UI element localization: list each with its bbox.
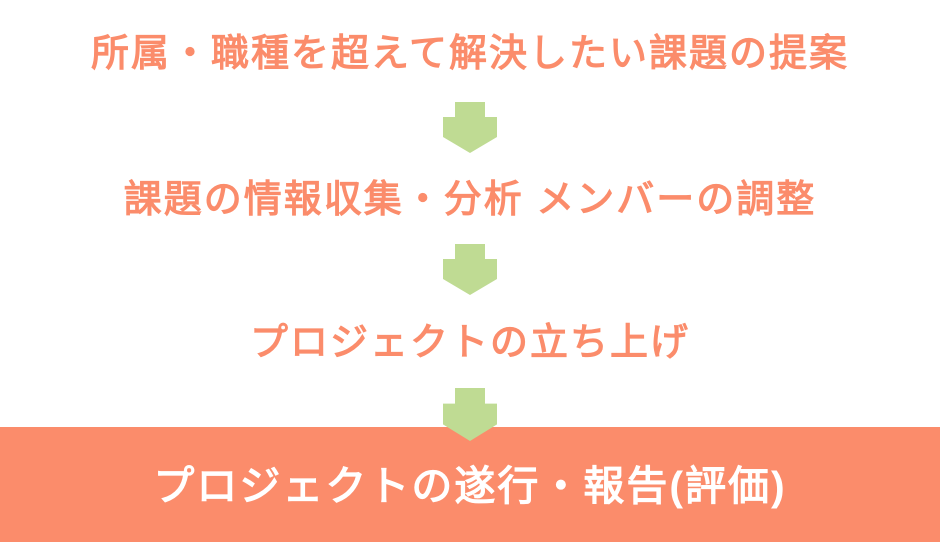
flow-step-research: 課題の情報収集・分析 メンバーの調整 (123, 179, 817, 221)
down-arrow-icon (443, 244, 497, 295)
flow-step-proposal: 所属・職種を超えて解決したい課題の提案 (90, 33, 850, 75)
down-arrow-shape (443, 102, 497, 153)
down-arrow-shape (443, 388, 497, 441)
down-arrow-icon (443, 102, 497, 153)
final-step-band: プロジェクトの遂行・報告(評価) (0, 427, 940, 542)
flow-step-launch: プロジェクトの立ち上げ (249, 322, 690, 364)
down-arrow-shape (443, 244, 497, 295)
down-arrow-icon (443, 388, 497, 441)
flow-step-execution-report: プロジェクトの遂行・報告(評価) (153, 462, 787, 509)
